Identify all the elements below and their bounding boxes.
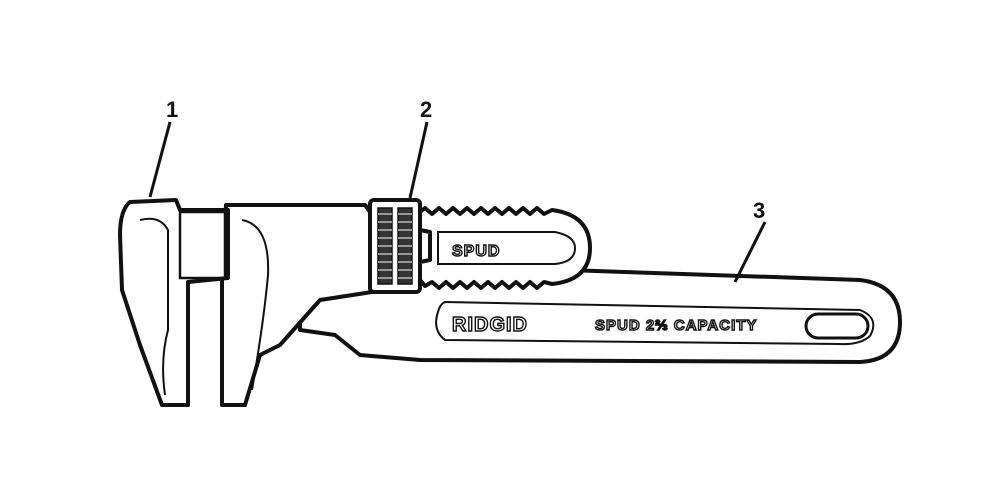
wrench-handle — [298, 203, 902, 364]
leader-line-1 — [148, 121, 172, 198]
leader-line-2 — [408, 121, 429, 199]
hang-hole — [804, 312, 870, 340]
handle-engraving: SPUD 2⅔ CAPACITY — [595, 317, 757, 334]
callout-1: 1 — [166, 97, 178, 122]
callout-2: 2 — [420, 97, 432, 122]
hook-jaw — [118, 198, 230, 407]
jaw-engraving: SPUD — [452, 243, 500, 260]
callout-3: 3 — [753, 198, 765, 223]
leader-line-3 — [733, 221, 767, 283]
brand-engraving: RIDGID — [452, 314, 528, 336]
adjusting-nut — [368, 198, 422, 294]
toothed-shank — [418, 206, 592, 290]
